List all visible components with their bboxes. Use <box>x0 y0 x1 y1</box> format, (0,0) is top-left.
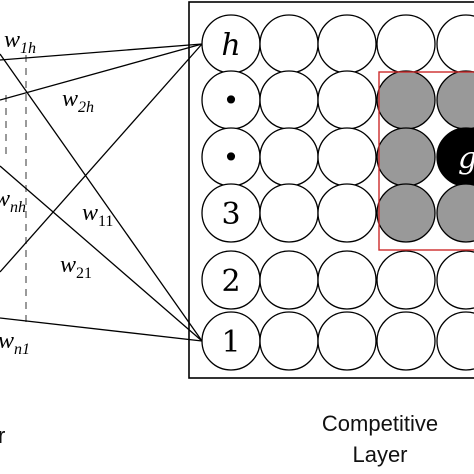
neuron <box>317 311 377 371</box>
connection-w21 <box>0 165 203 342</box>
neuron <box>317 127 377 187</box>
weight-w1h: w1h <box>4 27 36 57</box>
node-label-3: 3 <box>221 197 240 232</box>
weight-wnh: wnh <box>0 186 26 216</box>
neuron <box>376 311 436 371</box>
competitive-caption-line1: Competitive <box>322 411 438 436</box>
neighbor-neuron <box>436 70 474 130</box>
neuron <box>317 183 377 243</box>
node-label-dot-a: • <box>223 84 240 117</box>
neuron <box>259 183 319 243</box>
node-label-h: h <box>221 28 240 63</box>
weight-connections <box>0 43 203 342</box>
neighborhood-box <box>378 71 474 251</box>
neuron <box>317 250 377 310</box>
weight-wn1: wn1 <box>0 328 30 358</box>
connection-wnh <box>0 43 203 273</box>
neuron <box>376 14 436 74</box>
neuron <box>259 70 319 130</box>
winner-label: g <box>458 141 474 176</box>
connection-wn1 <box>0 317 203 342</box>
weight-w11: w11 <box>82 200 113 230</box>
neuron <box>436 311 474 371</box>
neuron <box>259 311 319 371</box>
neighbor-neuron <box>436 183 474 243</box>
node-label-dot-b: • <box>223 141 240 174</box>
neuron <box>436 14 474 74</box>
node-label-2: 2 <box>221 264 240 299</box>
neuron <box>259 127 319 187</box>
neuron <box>259 14 319 74</box>
neuron-grid <box>201 14 474 371</box>
competitive-caption-line2: Layer <box>352 442 407 467</box>
neuron <box>317 70 377 130</box>
competitive-layer-frame <box>188 1 474 379</box>
node-label-1: 1 <box>221 325 240 360</box>
connection-w2h <box>0 43 203 101</box>
neighbor-neuron <box>376 70 436 130</box>
neuron <box>317 14 377 74</box>
neighbor-neuron <box>376 183 436 243</box>
weight-w2h: w2h <box>62 86 94 116</box>
weight-w21: w21 <box>60 252 92 282</box>
neuron <box>259 250 319 310</box>
neighbor-neuron <box>376 127 436 187</box>
neuron <box>376 250 436 310</box>
input-caption-fragment: r <box>0 423 5 448</box>
neuron <box>436 250 474 310</box>
connection-w11 <box>0 53 203 342</box>
connection-w1h <box>0 43 203 61</box>
